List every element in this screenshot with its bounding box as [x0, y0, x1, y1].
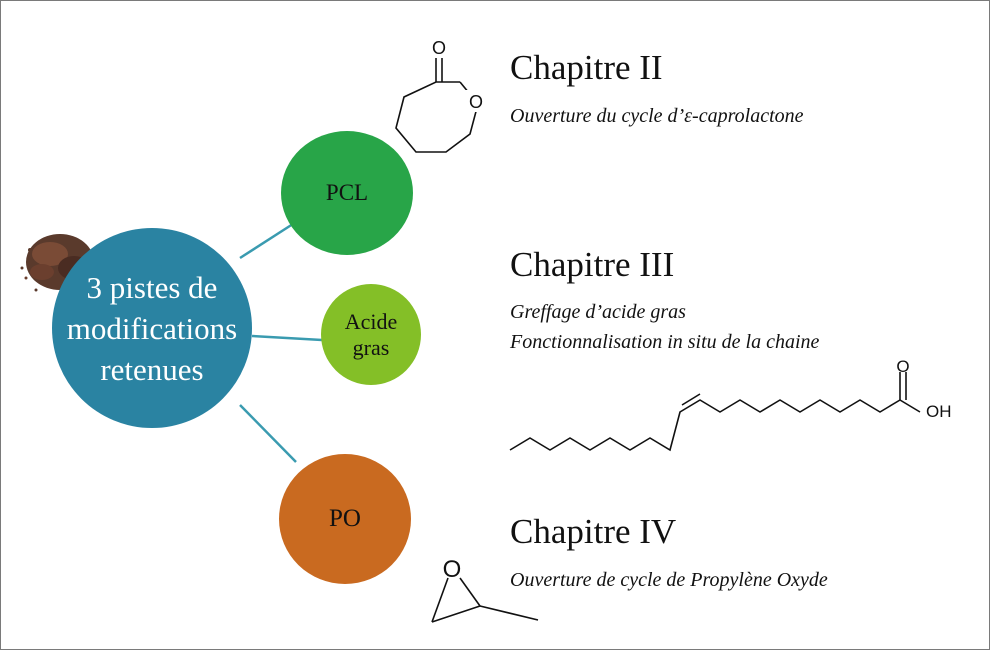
- hub-node-3-pistes: 3 pistes de modifications retenues: [52, 228, 252, 428]
- chapter-iii-title: Chapitre III: [510, 245, 675, 284]
- propylene-oxide-structure: O: [431, 556, 539, 623]
- branch-label-pcl: PCL: [325, 180, 369, 205]
- caprolactone-ring-o: O: [469, 92, 483, 112]
- branch-node-po: PO: [279, 454, 411, 584]
- hub-line-3: retenues: [100, 351, 204, 387]
- branch-node-acide-gras: Acide gras: [321, 284, 421, 385]
- fatty-acid-hydroxyl: OH: [926, 402, 952, 421]
- chapter-iv-description: Ouverture de cycle de Propylène Oxyde: [510, 569, 828, 591]
- connector-pcl: [239, 220, 297, 260]
- propylene-oxide-ring-o: O: [443, 556, 462, 583]
- chapter-iii-description-line-1: Greffage d’acide gras: [510, 301, 686, 323]
- chapter-ii-title: Chapitre II: [510, 48, 663, 87]
- branch-label-po: PO: [329, 505, 361, 532]
- chapter-iv-title: Chapitre IV: [510, 512, 677, 551]
- hub-line-2: modifications: [66, 310, 238, 346]
- caprolactone-structure: O O: [395, 38, 486, 153]
- connectors: [239, 220, 323, 463]
- chapter-iii-description-line-2: Fonctionnalisation in situ de la chaine: [510, 331, 820, 353]
- fatty-acid-structure: O OH: [509, 357, 952, 452]
- connector-acide-gras: [251, 334, 323, 342]
- branch-node-pcl: PCL: [281, 131, 413, 255]
- branch-label-acide-line-2: gras: [352, 334, 390, 360]
- hub-line-1: 3 pistes de: [86, 269, 218, 305]
- branch-label-acide-line-1: Acide: [344, 308, 398, 334]
- connector-po: [239, 404, 297, 463]
- fatty-acid-carbonyl-o: O: [896, 357, 909, 376]
- chapter-ii-description: Ouverture du cycle d’ε-caprolactone: [510, 105, 804, 127]
- caprolactone-carbonyl-o: O: [432, 38, 446, 58]
- branch-label-acide-gras: Acide gras: [345, 309, 398, 361]
- hub-node-label: 3 pistes de modifications retenues: [67, 267, 237, 390]
